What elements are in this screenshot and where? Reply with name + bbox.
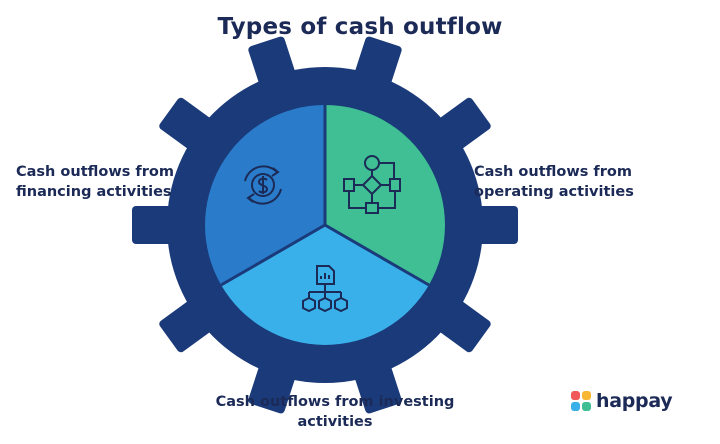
label-investing-line2: activities — [297, 414, 373, 430]
label-operating: Cash outflows from operating activities — [474, 162, 634, 202]
segment-operating — [325, 105, 445, 285]
flowchart-icon — [343, 155, 401, 214]
document-network-icon — [302, 265, 348, 313]
label-investing-line1: Cash outflows from investing — [215, 394, 455, 410]
happay-logo-text: happay — [596, 390, 673, 412]
label-operating-line2: operating activities — [474, 184, 634, 200]
happay-logo: happay — [570, 386, 673, 416]
label-financing-line2: financing activities — [16, 184, 172, 200]
label-financing-line1: Cash outflows from — [16, 164, 174, 180]
label-financing: Cash outflows from financing activities — [16, 162, 174, 202]
dollar-cycle-icon — [244, 165, 282, 205]
segment-dividers — [220, 105, 430, 287]
happay-logo-icon — [571, 391, 591, 411]
label-investing: Cash outflows from investing activities — [200, 392, 470, 432]
label-operating-line1: Cash outflows from — [474, 164, 632, 180]
diagram-title: Types of cash outflow — [217, 14, 503, 40]
